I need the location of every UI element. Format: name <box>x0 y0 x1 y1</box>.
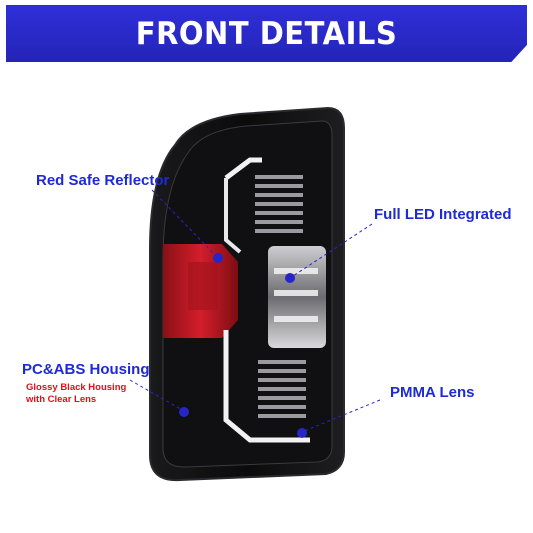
led-array-upper <box>255 175 303 233</box>
leader-lens <box>301 399 381 433</box>
led-array-lower <box>258 360 306 418</box>
reflector-lens-strip <box>188 262 218 310</box>
marker-led <box>285 273 295 283</box>
marker-housing <box>179 407 189 417</box>
housing-note-line1: Glossy Black Housing <box>26 382 127 393</box>
marker-lens <box>297 428 307 438</box>
light-guide-upper <box>224 157 262 180</box>
leader-reflector <box>151 189 219 259</box>
light-guide-lower <box>223 330 310 443</box>
label-full-led-integrated: Full LED Integrated <box>374 206 512 223</box>
label-pc-abs-housing: PC&ABS Housing <box>22 361 150 378</box>
clear-reverse-lens <box>268 246 326 348</box>
reverse-led-rows <box>274 268 318 322</box>
leader-housing <box>129 379 183 411</box>
label-red-safe-reflector: Red Safe Reflector <box>36 172 170 189</box>
banner-title: FRONT DETAILS <box>135 14 398 52</box>
marker-reflector <box>213 253 223 263</box>
housing-note-line2: with Clear Lens <box>26 394 97 405</box>
light-guide-mid <box>224 178 242 254</box>
leader-led <box>289 223 373 279</box>
label-pmma-lens: PMMA Lens <box>390 384 475 401</box>
title-banner: FRONT DETAILS <box>6 5 527 62</box>
